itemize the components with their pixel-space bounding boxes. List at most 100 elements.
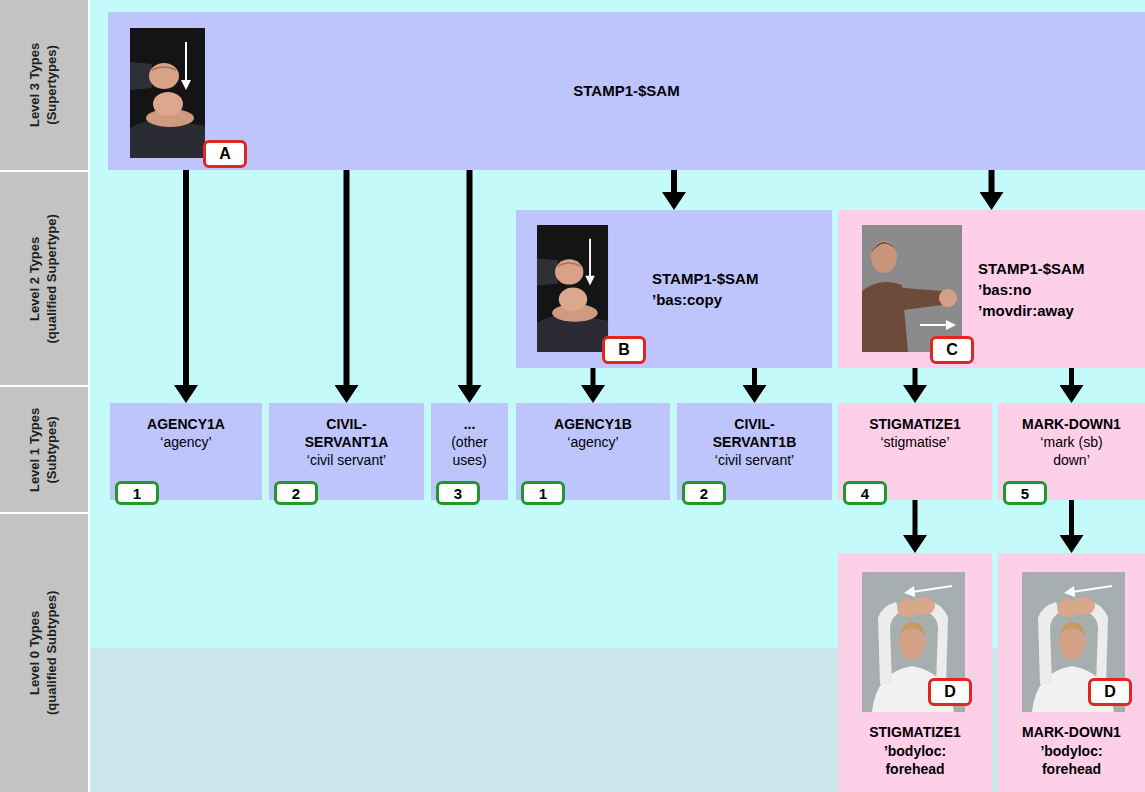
level-title: Level 3 Types (27, 43, 44, 127)
callout-letter: B (602, 336, 646, 364)
gloss-meaning: (other uses) (437, 433, 502, 469)
sleeve (130, 62, 152, 90)
type-name: STAMP1-$SAM (652, 268, 758, 289)
sign-photo (130, 28, 205, 158)
level-subtitle: (qualified Supertype) (44, 214, 61, 343)
inheritance-arrow (1069, 500, 1074, 535)
qualifier-text: ’movdir:away (978, 300, 1084, 321)
qualifier-text: ’bodyloc: forehead (860, 742, 970, 778)
level-subtitle: (qualified Subtypes) (44, 591, 61, 715)
gloss-name: ... (437, 415, 502, 433)
text-group: STAMP1-$SAM’bas:copy (652, 268, 758, 310)
movement-arrow (589, 239, 591, 278)
supertype-box: STAMP1-$SAM (108, 12, 1145, 170)
callout-number: 5 (1003, 481, 1047, 505)
gloss-meaning: ‘agency’ (554, 433, 632, 451)
head (871, 241, 897, 273)
movement-arrowhead (1064, 586, 1075, 597)
gloss-name: CIVIL-SERVANT1B (700, 415, 810, 451)
gloss-name: MARK-DOWN1 (1022, 415, 1121, 433)
inheritance-arrow (344, 170, 350, 385)
gloss-name: STIGMATIZE1 (860, 723, 970, 741)
gloss-meaning: ‘civil servant’ (707, 451, 803, 469)
hair (871, 242, 897, 253)
movement-arrow (185, 42, 187, 82)
fist (153, 92, 183, 116)
gloss-name: MARK-DOWN1 (1017, 723, 1127, 741)
callout-number: 1 (521, 481, 565, 505)
photo-ground (130, 28, 205, 158)
gloss-name: STIGMATIZE1 (869, 415, 961, 433)
level-subtitle: (Subtypes) (44, 407, 61, 491)
inheritance-arrow (671, 170, 677, 192)
hair (1059, 622, 1085, 636)
qualifier-text: ’bas:no (978, 279, 1084, 300)
text-group: STAMP1-$SAM’bas:no’movdir:away (978, 258, 1084, 321)
sleeve (537, 258, 558, 285)
arm (1088, 602, 1108, 684)
arm (878, 602, 900, 684)
fist (559, 288, 587, 311)
photo-ground (862, 225, 962, 352)
type-name: STAMP1-$SAM (573, 81, 679, 101)
callout-letter: D (928, 678, 972, 706)
text-group: CIVIL-SERVANT1A‘civil servant’ (292, 415, 402, 470)
inheritance-arrow (1069, 368, 1074, 385)
inheritance-arrow (752, 368, 757, 385)
callout-number: 2 (274, 481, 318, 505)
callout-number: 1 (115, 481, 159, 505)
level-header: Level 1 Types(Subtypes) (0, 387, 88, 512)
fist (149, 63, 179, 89)
sign-photo (537, 225, 608, 352)
text-group: STIGMATIZE1’bodyloc: forehead (860, 723, 970, 778)
level-header: Level 0 Types(qualified Subtypes) (0, 514, 88, 792)
callout-number: 2 (682, 481, 726, 505)
inheritance-arrow (913, 368, 918, 385)
gloss-name: CIVIL-SERVANT1A (292, 415, 402, 451)
gloss-name: AGENCY1A (147, 415, 225, 433)
arm (928, 602, 948, 684)
fist (555, 259, 583, 284)
callout-number: 3 (436, 481, 480, 505)
movement-arrow (912, 586, 952, 592)
qualifier-text: ’bas:copy (652, 289, 758, 310)
movement-arrow (1072, 586, 1112, 592)
callout-letter: C (930, 336, 974, 364)
text-group: STAMP1-$SAM (573, 81, 679, 101)
level-title: Level 0 Types (27, 591, 44, 715)
gloss-meaning: ‘agency’ (147, 433, 225, 451)
type-name: STAMP1-$SAM (978, 258, 1084, 279)
knuckle-line (152, 67, 176, 70)
inheritance-arrow (989, 170, 995, 192)
gloss-meaning: ‘civil servant’ (299, 451, 395, 469)
fist (913, 597, 935, 615)
level-header: Level 3 Types(Supertypes) (0, 0, 88, 170)
text-group: Level 0 Types(qualified Subtypes) (27, 591, 61, 715)
fist (1073, 597, 1095, 615)
movement-arrowhead (181, 80, 191, 90)
level-subtitle: (Supertypes) (44, 43, 61, 127)
text-group: CIVIL-SERVANT1B‘civil servant’ (700, 415, 810, 470)
text-group: MARK-DOWN1‘mark (sb) down’ (1022, 415, 1121, 470)
text-group: Level 3 Types(Supertypes) (27, 43, 61, 127)
text-group: MARK-DOWN1’bodyloc: forehead (1017, 723, 1127, 778)
gloss-meaning: ‘stigmatise’ (869, 433, 961, 451)
text-group: Level 1 Types(Subtypes) (27, 407, 61, 491)
sign-photo (862, 225, 962, 352)
inheritance-arrow (183, 170, 189, 385)
level-band-ground (90, 0, 1145, 648)
level-header: Level 2 Types(qualified Supertype) (0, 172, 88, 385)
photo-ground (537, 225, 608, 352)
fist (939, 289, 957, 307)
hair (899, 622, 925, 636)
inheritance-arrow (591, 368, 596, 385)
level-title: Level 1 Types (27, 407, 44, 491)
arm (1038, 602, 1060, 684)
movement-arrowhead (946, 320, 956, 330)
inheritance-arrow (913, 500, 918, 535)
text-group: STIGMATIZE1‘stigmatise’ (869, 415, 961, 451)
arm (892, 287, 942, 311)
knuckle-line (558, 263, 581, 266)
